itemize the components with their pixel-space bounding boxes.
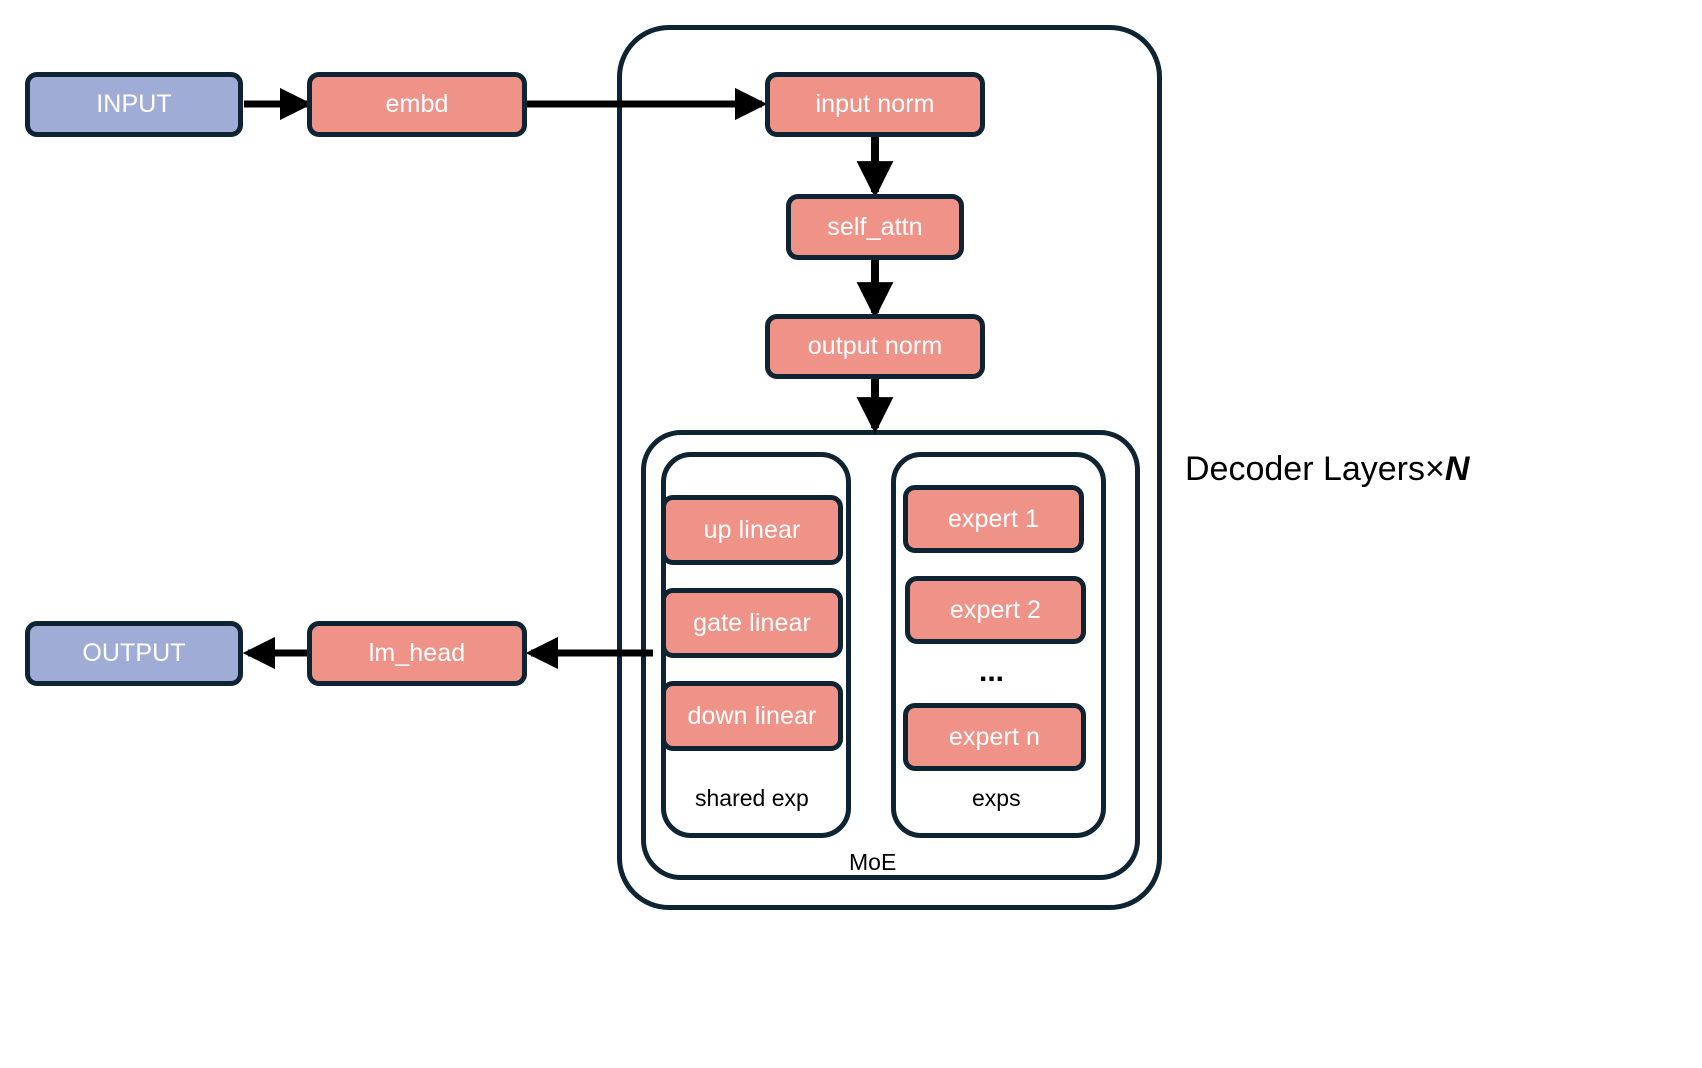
node-input[interactable]: INPUT — [25, 72, 243, 137]
node-lm-head[interactable]: lm_head — [307, 621, 527, 686]
decoder-layers-label-prefix: Decoder Layers× — [1185, 450, 1445, 488]
node-output-norm[interactable]: output norm — [765, 314, 985, 379]
decoder-layers-label: Decoder Layers×N — [1185, 452, 1469, 486]
node-down-linear[interactable]: down linear — [661, 681, 843, 751]
node-output[interactable]: OUTPUT — [25, 621, 243, 686]
moe-label: MoE — [849, 849, 897, 875]
shared-exp-label: shared exp — [695, 785, 809, 811]
experts-container — [891, 452, 1106, 838]
node-expert-2[interactable]: expert 2 — [905, 576, 1086, 644]
decoder-layers-container — [617, 25, 1162, 910]
node-expert-n[interactable]: expert n — [903, 703, 1086, 771]
decoder-layers-label-count: N — [1444, 450, 1470, 488]
expert-ellipsis: ... — [979, 655, 1005, 688]
node-embd[interactable]: embd — [307, 72, 527, 137]
node-up-linear[interactable]: up linear — [661, 495, 843, 565]
node-expert-1[interactable]: expert 1 — [903, 485, 1084, 553]
node-self-attn[interactable]: self_attn — [786, 194, 964, 260]
node-gate-linear[interactable]: gate linear — [661, 588, 843, 658]
exps-label: exps — [972, 785, 1021, 811]
node-input-norm[interactable]: input norm — [765, 72, 985, 137]
